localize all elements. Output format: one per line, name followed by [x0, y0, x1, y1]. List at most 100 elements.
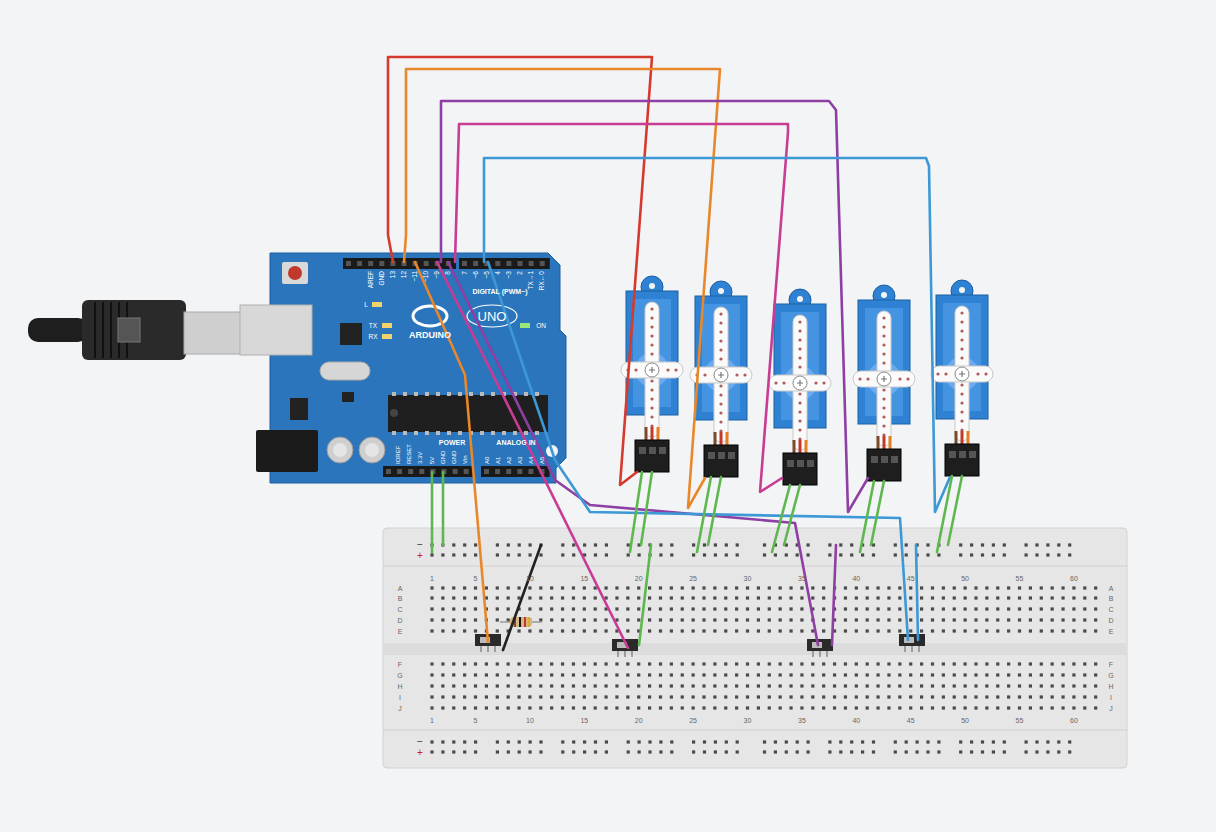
- breadboard-hole: [572, 695, 575, 698]
- jumper-wire: [442, 472, 445, 545]
- breadboard-hole: [789, 618, 792, 621]
- breadboard-hole: [985, 695, 988, 698]
- rail-sign: +: [417, 748, 423, 758]
- horn-hole: [798, 338, 801, 341]
- header-socket: [462, 261, 467, 266]
- breadboard-hole: [992, 553, 995, 556]
- usb-plug-grip: [102, 302, 104, 358]
- breadboard-hole: [1018, 695, 1021, 698]
- led: [382, 323, 392, 328]
- servo-lead: [877, 436, 880, 450]
- breadboard-hole: [474, 673, 477, 676]
- breadboard-hole: [779, 684, 782, 687]
- breadboard-hole: [844, 629, 847, 632]
- breadboard-hole: [594, 662, 597, 665]
- horn-hole: [960, 329, 963, 332]
- breadboard-hole: [681, 596, 684, 599]
- breadboard-hole: [1029, 618, 1032, 621]
- breadboard-hole: [648, 750, 651, 753]
- breadboard-hole: [898, 596, 901, 599]
- breadboard-hole: [1083, 586, 1086, 589]
- column-number: 10: [526, 575, 534, 582]
- breadboard-hole: [1003, 750, 1006, 753]
- breadboard-hole: [1072, 607, 1075, 610]
- breadboard-hole: [627, 543, 630, 546]
- breadboard-hole: [909, 586, 912, 589]
- connector-socket: [659, 447, 666, 454]
- breadboard-hole: [1029, 673, 1032, 676]
- breadboard-hole: [811, 695, 814, 698]
- breadboard-hole: [1061, 673, 1064, 676]
- chip-pin: [502, 431, 506, 435]
- capacitor: [327, 437, 353, 463]
- arduino-uno: [28, 253, 566, 483]
- horn-hole: [960, 338, 963, 341]
- connector-socket: [881, 456, 888, 463]
- jumper-wire: [488, 262, 908, 640]
- breadboard-hole: [572, 662, 575, 665]
- screw-slot: [718, 372, 724, 378]
- breadboard-hole: [1094, 695, 1097, 698]
- breadboard-hole: [507, 684, 510, 687]
- breadboard-hole: [1061, 618, 1064, 621]
- column-number: 20: [635, 575, 643, 582]
- chip-pin: [458, 431, 462, 435]
- breadboard-hole: [887, 706, 890, 709]
- column-number: 25: [689, 717, 697, 724]
- row-letter: D: [397, 617, 402, 624]
- breadboard-hole: [964, 629, 967, 632]
- horn-hole: [898, 377, 901, 380]
- breadboard-hole: [779, 607, 782, 610]
- breadboard-hole: [529, 750, 532, 753]
- breadboard-hole: [670, 596, 673, 599]
- breadboard-hole: [659, 596, 662, 599]
- pin-label: 3.3V: [417, 452, 423, 464]
- chip-pin: [425, 431, 429, 435]
- breadboard-hole: [594, 596, 597, 599]
- breadboard-hole: [539, 607, 542, 610]
- breadboard-hole: [779, 596, 782, 599]
- breadboard-hole: [659, 706, 662, 709]
- breadboard-hole: [931, 673, 934, 676]
- breadboard-hole: [866, 618, 869, 621]
- breadboard-hole: [1083, 662, 1086, 665]
- jumper-wire: [431, 472, 434, 552]
- chip-pin: [392, 431, 396, 435]
- horn-hole: [650, 379, 653, 382]
- breadboard-hole: [822, 684, 825, 687]
- breadboard-hole: [539, 586, 542, 589]
- pin-label: 2: [517, 271, 524, 275]
- column-number: 35: [798, 575, 806, 582]
- breadboard-hole: [920, 618, 923, 621]
- breadboard-hole: [959, 543, 962, 546]
- rail-divider: [383, 566, 1127, 567]
- breadboard-hole: [1083, 684, 1086, 687]
- breadboard-hole: [789, 684, 792, 687]
- breadboard-hole: [887, 695, 890, 698]
- breadboard-hole: [866, 662, 869, 665]
- breadboard-hole: [583, 740, 586, 743]
- breadboard-hole: [746, 596, 749, 599]
- breadboard-hole: [1057, 740, 1060, 743]
- pin-label: 8: [445, 271, 452, 275]
- resistor-band: [528, 617, 530, 627]
- breadboard-hole: [638, 750, 641, 753]
- breadboard-hole: [550, 596, 553, 599]
- breadboard-hole: [996, 706, 999, 709]
- breadboard-hole: [430, 662, 433, 665]
- breadboard-hole: [528, 662, 531, 665]
- breadboard-hole: [822, 596, 825, 599]
- header-socket: [518, 261, 523, 266]
- breadboard-hole: [855, 586, 858, 589]
- chip-pin: [480, 392, 484, 396]
- breadboard-hole: [926, 553, 929, 556]
- breadboard-hole: [724, 586, 727, 589]
- breadboard-hole: [430, 673, 433, 676]
- breadboard-hole: [561, 684, 564, 687]
- breadboard-hole: [430, 695, 433, 698]
- breadboard-hole: [757, 618, 760, 621]
- servo-horn: [877, 311, 891, 446]
- breadboard-hole: [637, 596, 640, 599]
- breadboard-hole: [626, 695, 629, 698]
- row-letter: G: [1108, 672, 1113, 679]
